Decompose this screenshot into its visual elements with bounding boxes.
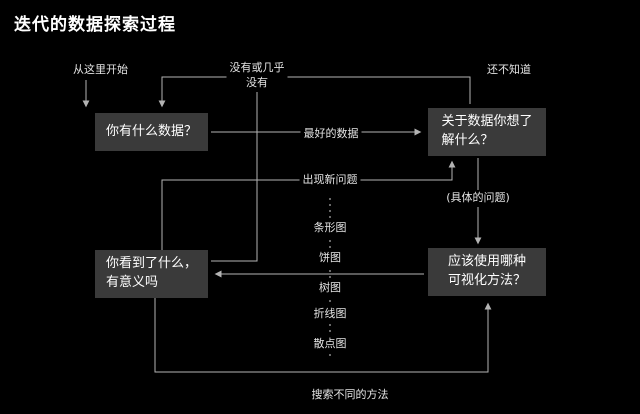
edge-label-specific-questions: (具体的问题)	[443, 190, 513, 207]
chart-type-bar: 条形图	[309, 218, 351, 236]
node-have-data-label: 你有什么数据？	[105, 123, 197, 139]
edge-label-search-methods: 搜索不同的方法	[308, 387, 392, 404]
page-title: 迭代的数据探索过程	[14, 15, 176, 35]
node-want-know: 关于数据你想了 解什么？	[428, 108, 546, 156]
edge-label-start: 从这里开始	[70, 62, 131, 79]
node-what-see: 你看到了什么， 有意义吗	[95, 250, 208, 298]
edge-what-see-to-top-loop	[211, 78, 258, 262]
node-what-see-label: 你看到了什么， 有意义吗	[105, 256, 197, 290]
node-viz-method-label: 应该使用哪种 可视化方法？	[447, 254, 526, 288]
edge-label-none-or-little: 没有或几乎 没有	[226, 60, 288, 92]
node-want-know-label: 关于数据你想了 解什么？	[441, 114, 533, 148]
edge-want-know-to-have-data	[158, 76, 471, 108]
chart-type-pie: 饼图	[315, 248, 345, 266]
chart-type-scatter: 散点图	[309, 334, 351, 352]
node-viz-method: 应该使用哪种 可视化方法？	[428, 248, 546, 296]
edge-label-new-questions: 出现新问题	[299, 172, 361, 189]
chart-type-treemap: 树图	[315, 278, 345, 296]
edge-label-best-data: 最好的数据	[300, 126, 362, 143]
edge-label-dont-know: 还不知道	[484, 62, 534, 79]
chart-type-line: 折线图	[309, 304, 351, 322]
edge-search-methods-loop	[154, 298, 492, 373]
node-have-data: 你有什么数据？	[95, 113, 208, 151]
